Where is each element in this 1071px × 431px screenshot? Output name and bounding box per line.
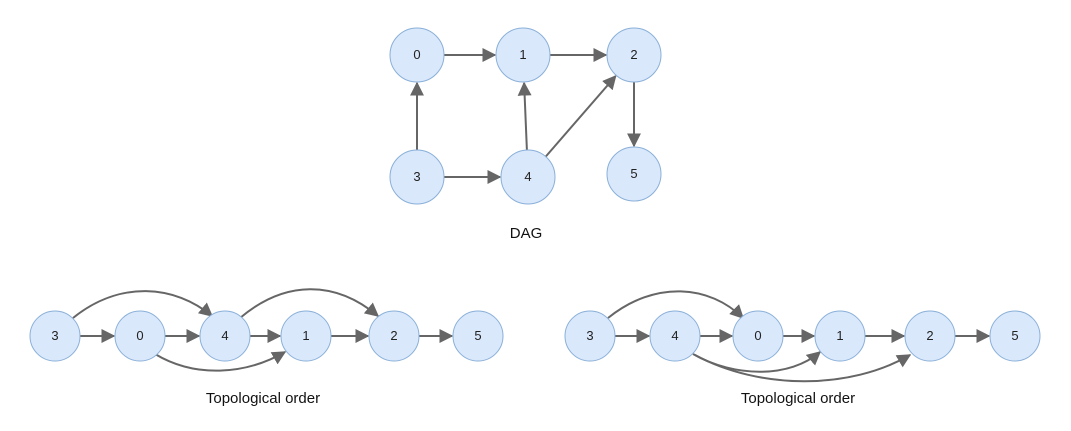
order-2-node-0: 0 — [732, 310, 784, 362]
order-1-node-5: 5 — [452, 310, 504, 362]
order-1-node-3: 3 — [29, 310, 81, 362]
order-1-node-3-label: 3 — [51, 328, 58, 343]
order-1-node-5-circle — [452, 310, 504, 362]
order-1-node-4-circle — [199, 310, 251, 362]
order-2-node-1-label: 1 — [836, 328, 843, 343]
order-1-node-4: 4 — [199, 310, 251, 362]
dag-node-3-label: 3 — [413, 169, 420, 184]
order-2-node-4: 4 — [649, 310, 701, 362]
order-1-node-0-label: 0 — [136, 328, 143, 343]
nodes-layer: 0 1 2 3 4 5 3 0 4 1 2 5 3 4 0 1 2 5 — [29, 27, 1041, 362]
dag-node-4-label: 4 — [524, 169, 531, 184]
dag-edge-4-2 — [544, 75, 617, 158]
order-2-node-1-circle — [814, 310, 866, 362]
order-1-node-1-circle — [280, 310, 332, 362]
order-2-node-0-circle — [732, 310, 784, 362]
order-2-node-0-label: 0 — [754, 328, 761, 343]
dag-caption: DAG — [509, 225, 543, 242]
dag-node-0-label: 0 — [413, 47, 420, 62]
dag-node-5: 5 — [606, 146, 662, 202]
dag-node-3-circle — [389, 149, 445, 205]
dag-node-0: 0 — [389, 27, 445, 83]
order-1-node-2-circle — [368, 310, 420, 362]
order-1-node-3-circle — [29, 310, 81, 362]
dag-node-4-circle — [500, 149, 556, 205]
edges-layer — [72, 48, 991, 383]
dag-node-2-circle — [606, 27, 662, 83]
order-2-node-5: 5 — [989, 310, 1041, 362]
order-1-node-2: 2 — [368, 310, 420, 362]
order-1-node-2-label: 2 — [390, 328, 397, 343]
order-1-edge-4-2 — [239, 288, 380, 319]
dag-node-5-label: 5 — [630, 166, 637, 181]
order-2-node-4-circle — [649, 310, 701, 362]
order-1-caption: Topological order — [205, 390, 321, 407]
order-2-edge-4-2 — [694, 354, 912, 383]
dag-node-3: 3 — [389, 149, 445, 205]
dag-node-2-label: 2 — [630, 47, 637, 62]
dag-node-4: 4 — [500, 149, 556, 205]
order-1-node-4-label: 4 — [221, 328, 228, 343]
dag-node-1-circle — [495, 27, 551, 83]
order-2-node-4-label: 4 — [671, 328, 678, 343]
dag-node-5-circle — [606, 146, 662, 202]
order-2-node-3-label: 3 — [586, 328, 593, 343]
order-2-node-2-label: 2 — [926, 328, 933, 343]
dag-node-2: 2 — [606, 27, 662, 83]
order-1-node-0-circle — [114, 310, 166, 362]
order-1-edge-3-4 — [72, 290, 214, 319]
order-1-node-0: 0 — [114, 310, 166, 362]
dag-edge-4-1 — [517, 81, 532, 151]
order-2-node-5-label: 5 — [1011, 328, 1018, 343]
order-2-node-2: 2 — [904, 310, 956, 362]
order-1-node-1-label: 1 — [302, 328, 309, 343]
dag-node-0-circle — [389, 27, 445, 83]
order-2-node-3-circle — [564, 310, 616, 362]
order-1-edge-0-1 — [154, 351, 287, 372]
order-2-node-2-circle — [904, 310, 956, 362]
dag-node-1-label: 1 — [519, 47, 526, 62]
dag-node-1: 1 — [495, 27, 551, 83]
order-2-node-1: 1 — [814, 310, 866, 362]
order-1-node-1: 1 — [280, 310, 332, 362]
order-2-edge-3-0 — [607, 290, 744, 319]
order-1-node-5-label: 5 — [474, 328, 481, 343]
order-2-node-5-circle — [989, 310, 1041, 362]
order-2-node-3: 3 — [564, 310, 616, 362]
order-2-caption: Topological order — [740, 390, 856, 407]
